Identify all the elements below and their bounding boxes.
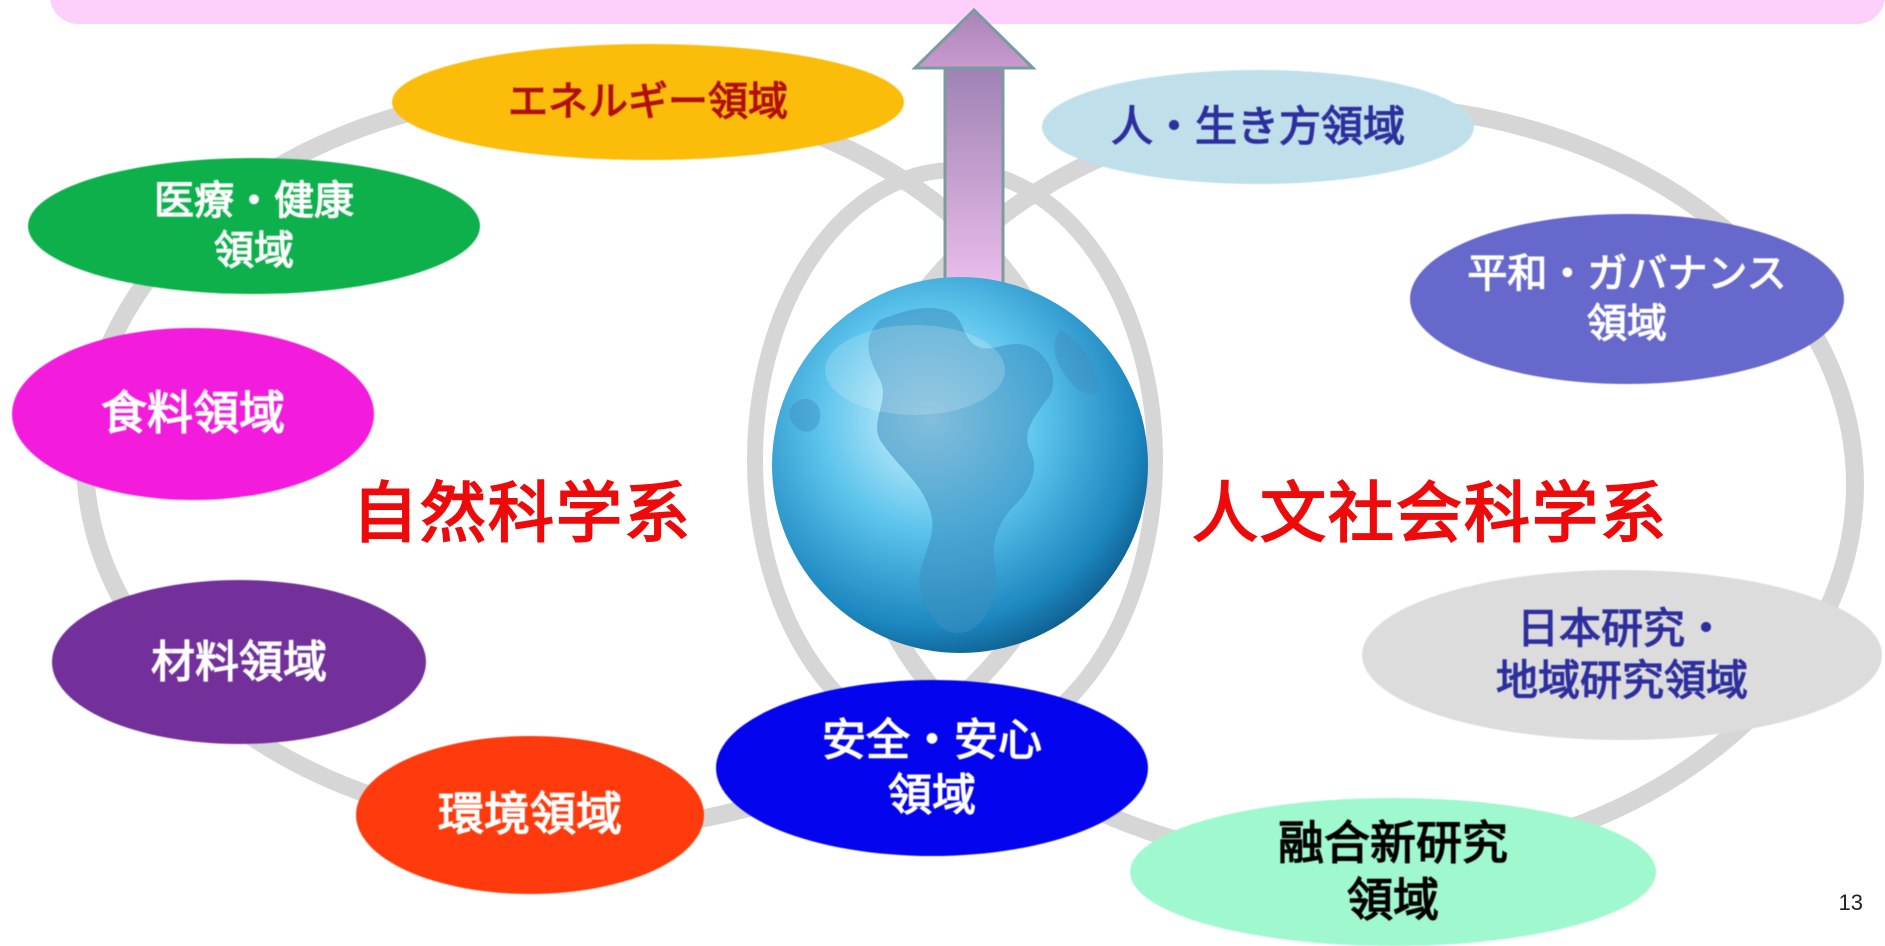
domain-peace: 平和・ガバナンス 領域 xyxy=(1410,214,1844,384)
domain-japan: 日本研究・ 地域研究領域 xyxy=(1362,570,1882,740)
domain-environment: 環境領域 xyxy=(356,736,704,894)
domain-safety-label: 安全・安心 領域 xyxy=(822,715,1042,821)
domain-japan-label: 日本研究・ 地域研究領域 xyxy=(1495,603,1748,706)
domain-food: 食料領域 xyxy=(12,328,374,500)
domain-people: 人・生き方領域 xyxy=(1042,70,1474,184)
domain-medical: 医療・健康 領域 xyxy=(28,158,480,294)
domain-fusion: 融合新研究 領域 xyxy=(1130,798,1656,946)
up-arrow-icon xyxy=(911,7,1037,312)
globe-icon xyxy=(772,277,1148,653)
label-natural-sciences: 自然科学系 xyxy=(352,475,692,552)
domain-safety: 安全・安心 領域 xyxy=(716,680,1148,856)
label-humanities-social-sciences: 人文社会科学系 xyxy=(1192,475,1668,552)
domain-environment-label: 環境領域 xyxy=(438,787,622,842)
domain-materials-label: 材料領域 xyxy=(151,636,327,688)
domain-energy: エネルギー領域 xyxy=(392,44,904,160)
domain-energy-label: エネルギー領域 xyxy=(508,79,788,125)
domain-food-label: 食料領域 xyxy=(101,386,285,441)
page-number: 13 xyxy=(1838,890,1863,915)
domain-materials: 材料領域 xyxy=(52,580,426,744)
domain-people-label: 人・生き方領域 xyxy=(1110,101,1405,151)
domain-medical-label: 医療・健康 領域 xyxy=(154,178,354,274)
domain-fusion-label: 融合新研究 領域 xyxy=(1278,815,1508,928)
domain-peace-label: 平和・ガバナンス 領域 xyxy=(1467,251,1787,347)
